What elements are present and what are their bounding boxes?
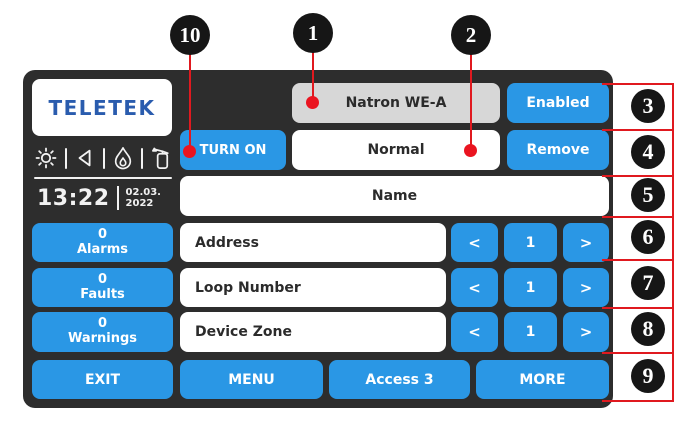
address-value: 1 — [504, 223, 557, 262]
fire-panel: TELETEK — [23, 70, 613, 408]
date-bottom: 2022 — [125, 198, 154, 209]
callout-bracket-line — [602, 400, 674, 402]
callout-1-dot — [306, 96, 319, 109]
more-button[interactable]: MORE — [476, 360, 609, 399]
name-field[interactable]: Name — [180, 176, 609, 216]
callout-4: 4 — [631, 135, 665, 169]
faults-count: 0 — [97, 271, 108, 287]
callout-bracket-line — [602, 307, 674, 309]
remove-button[interactable]: Remove — [507, 130, 609, 170]
icon-separator — [141, 147, 143, 169]
callout-bracket-vline — [672, 83, 674, 402]
warnings-count: 0 — [97, 316, 108, 332]
enabled-button[interactable]: Enabled — [507, 83, 609, 123]
callout-3: 3 — [631, 89, 665, 123]
callout-bracket-line — [602, 352, 674, 354]
callout-10-line — [189, 53, 191, 151]
fire-icon — [112, 146, 134, 170]
callout-2-dot — [464, 144, 477, 157]
callout-8: 8 — [631, 312, 665, 346]
zone-value: 1 — [504, 312, 557, 352]
zone-prev-button[interactable]: < — [451, 312, 498, 352]
address-prev-button[interactable]: < — [451, 223, 498, 262]
status-icons-row — [34, 144, 174, 172]
warnings-label: Warnings — [67, 331, 138, 346]
faults-label: Faults — [80, 286, 125, 302]
date-top: 02.03. — [125, 187, 161, 198]
alarms-label: Alarms — [77, 241, 128, 257]
zone-next-button[interactable]: > — [563, 312, 609, 352]
callout-1-line — [312, 51, 314, 103]
date-display: 02.03. 2022 — [126, 187, 161, 209]
faults-counter-button[interactable]: 0 Faults — [32, 268, 173, 307]
access-level-button[interactable]: Access 3 — [329, 360, 470, 399]
callout-1: 1 — [293, 13, 333, 53]
device-zone-field[interactable]: Device Zone — [180, 312, 446, 352]
icon-separator — [65, 147, 67, 169]
sidebar-divider — [34, 177, 172, 179]
callout-bracket-line — [602, 83, 674, 85]
callout-bracket-line — [602, 216, 674, 218]
callout-10-dot — [183, 145, 196, 158]
warnings-counter-button[interactable]: 0 Warnings — [32, 312, 173, 352]
device-type-button[interactable]: Natron WE-A — [292, 83, 500, 123]
loop-prev-button[interactable]: < — [451, 268, 498, 307]
teletek-logo-text: TELETEK — [48, 95, 156, 120]
callout-10: 10 — [170, 15, 210, 55]
icon-separator — [103, 147, 105, 169]
loop-number-field[interactable]: Loop Number — [180, 268, 446, 307]
loop-next-button[interactable]: > — [563, 268, 609, 307]
teletek-logo: TELETEK — [32, 79, 172, 136]
callout-5: 5 — [631, 178, 665, 212]
callout-bracket-line — [602, 259, 674, 261]
turn-on-button[interactable]: TURN ON — [180, 130, 286, 170]
alarms-counter-button[interactable]: 0 Alarms — [32, 223, 173, 262]
alarms-count: 0 — [97, 226, 108, 242]
address-field[interactable]: Address — [180, 223, 446, 262]
menu-button[interactable]: MENU — [180, 360, 323, 399]
callout-bracket-line — [602, 129, 674, 131]
time-date-separator — [116, 186, 119, 210]
callout-7: 7 — [631, 266, 665, 300]
callout-9: 9 — [631, 359, 665, 393]
time-date-display: 13:22 02.03. 2022 — [37, 182, 173, 214]
address-next-button[interactable]: > — [563, 223, 609, 262]
callout-6: 6 — [631, 220, 665, 254]
sounder-icon — [74, 147, 96, 169]
callout-2: 2 — [451, 15, 491, 55]
callout-2-line — [470, 53, 472, 151]
callout-bracket-line — [602, 175, 674, 177]
loop-value: 1 — [504, 268, 557, 307]
extinguisher-icon — [150, 146, 173, 171]
time-display: 13:22 — [37, 185, 110, 211]
brightness-icon — [34, 146, 58, 170]
exit-button[interactable]: EXIT — [32, 360, 173, 399]
